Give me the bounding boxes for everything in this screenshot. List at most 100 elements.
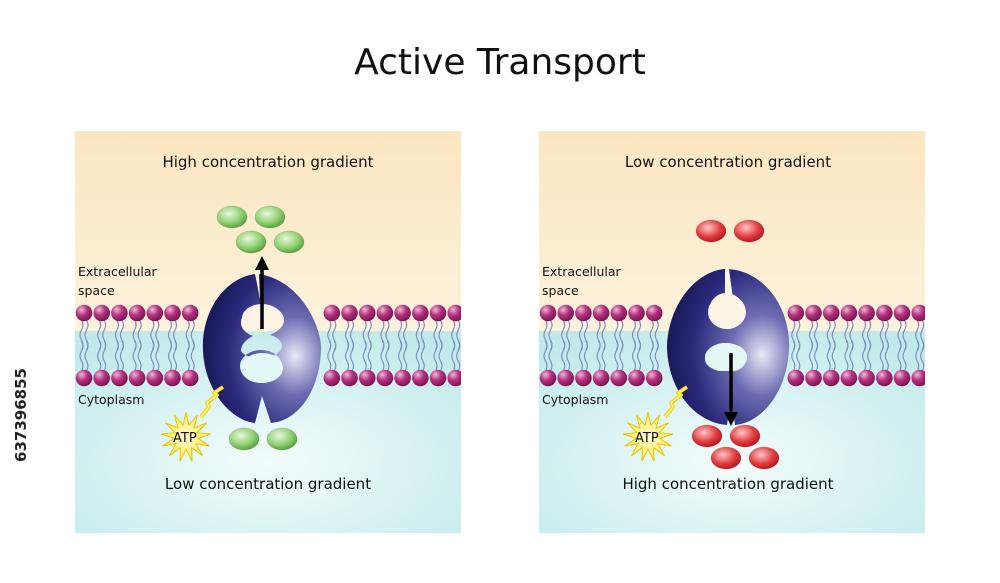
molecule <box>748 446 780 470</box>
phospholipid-head <box>628 369 645 387</box>
carrier-protein <box>202 274 322 423</box>
protein-binding-pocket-upper <box>708 295 746 329</box>
lipid-tail <box>601 340 606 372</box>
phospholipid-head <box>610 304 628 322</box>
lipid-tail <box>137 340 142 372</box>
lipid-tail <box>344 340 350 372</box>
molecule-group-top <box>695 219 765 243</box>
lipid-tail <box>119 340 124 372</box>
lipid-tail <box>578 340 583 372</box>
lipid-tail <box>167 340 173 372</box>
phospholipid-head <box>111 369 128 387</box>
lipid-tail <box>631 340 637 372</box>
lipid-tail <box>367 340 372 372</box>
phospholipid-head <box>447 304 461 322</box>
phospholipid-head <box>557 369 574 387</box>
lipid-tail <box>433 340 438 372</box>
extracellular-space-label: Extracellular space <box>542 264 621 298</box>
lipid-tail <box>862 340 867 372</box>
lipid-tail <box>97 340 102 372</box>
atp-burst <box>161 385 225 462</box>
phospholipid-head <box>323 304 341 322</box>
panel-high-to-low: High concentration gradient Low concentr… <box>75 131 461 533</box>
molecule <box>273 230 305 254</box>
phospholipid-head <box>341 369 358 387</box>
lipid-tail <box>867 340 872 372</box>
stock-id-watermark: 637396855 <box>6 345 36 485</box>
panel-low-to-high: Low concentration gradient High concentr… <box>539 131 925 533</box>
lipid-tail <box>150 340 155 372</box>
lipid-tail <box>902 340 907 372</box>
lipid-tail <box>566 340 571 372</box>
phospholipid-head <box>592 369 610 387</box>
phospholipid-head <box>575 369 592 387</box>
phospholipid-head <box>341 304 358 322</box>
phospholipid-head <box>128 304 146 322</box>
lipid-tail <box>808 340 814 372</box>
cytoplasm-label: Cytoplasm <box>542 392 609 407</box>
phospholipid-head <box>181 369 199 387</box>
protein-channel-top <box>725 269 733 299</box>
lipid-tail <box>649 340 654 372</box>
phospholipid-bilayer <box>75 304 461 387</box>
phospholipid-head <box>93 369 110 387</box>
lipid-tail <box>831 340 836 372</box>
molecule-group-top <box>216 205 305 254</box>
lipid-tail <box>380 340 385 372</box>
phospholipid-head <box>645 369 663 387</box>
lipid-tail <box>844 340 849 372</box>
lipid-tail <box>897 340 902 372</box>
lipid-tail <box>619 340 624 372</box>
extracellular-space-label: Extracellular space <box>78 264 157 298</box>
phospholipid-head <box>146 369 164 387</box>
lipid-tail <box>596 340 601 372</box>
phospholipid-head <box>539 304 557 322</box>
lipid-tail <box>332 340 337 372</box>
lipid-tail <box>327 340 332 372</box>
lipid-tail <box>915 340 920 372</box>
bottom-concentration-label: Low concentration gradient <box>164 475 372 493</box>
lipid-tail <box>190 340 195 372</box>
molecule <box>254 205 286 229</box>
phospholipid-head <box>822 304 840 322</box>
phospholipid-bilayer <box>539 304 925 387</box>
phospholipid-head <box>876 369 893 387</box>
phospholipid-head <box>111 304 128 322</box>
lipid-tail <box>185 340 190 372</box>
phospholipid-head <box>358 369 376 387</box>
phospholipid-head <box>75 369 93 387</box>
phospholipid-head <box>893 304 911 322</box>
phospholipid-head <box>429 304 447 322</box>
phospholipid-head <box>628 304 645 322</box>
protein-binding-pocket-lower <box>241 353 283 383</box>
lipid-tail <box>398 340 403 372</box>
phospholipid-head <box>840 369 858 387</box>
lipid-tail <box>415 340 420 372</box>
top-concentration-label: Low concentration gradient <box>624 153 832 171</box>
molecule-group-bottom <box>691 424 780 470</box>
phospholipid-head <box>787 369 805 387</box>
phospholipid-head <box>376 369 394 387</box>
phospholipid-head <box>557 304 574 322</box>
phospholipid-head <box>429 369 447 387</box>
diagram-title: Active Transport <box>354 42 646 83</box>
phospholipid-head <box>858 369 875 387</box>
lipid-tail <box>451 340 456 372</box>
lipid-tail <box>385 340 390 372</box>
phospholipid-head <box>893 369 911 387</box>
phospholipid-head <box>610 369 628 387</box>
molecule <box>228 427 260 451</box>
phospholipid-head <box>128 369 146 387</box>
phospholipid-head <box>805 369 822 387</box>
phospholipid-head <box>822 369 840 387</box>
lipid-tail <box>362 340 367 372</box>
lipid-tail <box>543 340 548 372</box>
cytoplasm-label: Cytoplasm <box>78 392 145 407</box>
phospholipid-head <box>376 304 394 322</box>
lipid-tail <box>813 340 819 372</box>
lipid-tail <box>654 340 659 372</box>
phospholipid-head <box>164 304 181 322</box>
atp-burst <box>623 385 689 462</box>
atp-label: ATP <box>173 431 197 446</box>
molecule <box>266 427 298 451</box>
